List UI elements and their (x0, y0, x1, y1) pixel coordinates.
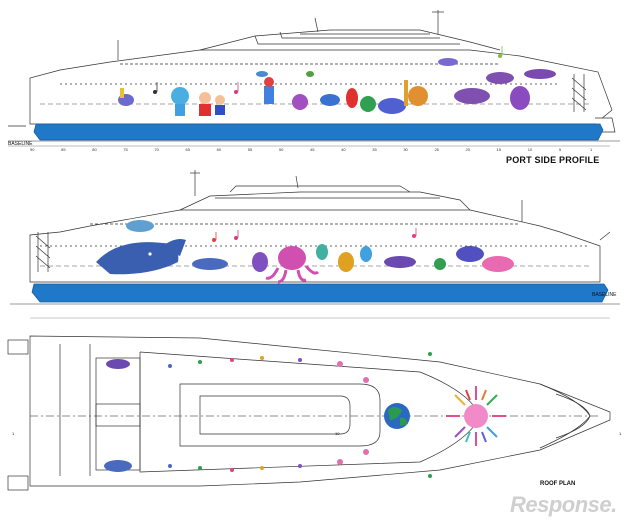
frame-number: 90 (30, 147, 35, 152)
roof-tick-right: 1 (619, 431, 622, 436)
baseline-label-top: BASELINE (8, 141, 33, 147)
frame-number: 10 (527, 147, 533, 152)
frame-number: 80 (92, 147, 97, 152)
roof-characters (104, 352, 506, 478)
roof-tick-mid: 10 (335, 431, 340, 436)
port-characters (118, 46, 556, 116)
frame-number: 25 (434, 147, 439, 152)
roof-plan-label: ROOF PLAN (540, 481, 576, 487)
watermark-logo: Response. (510, 492, 617, 517)
starboard-characters (96, 220, 514, 284)
port-side-profile-view (8, 10, 616, 133)
frame-number: 30 (403, 147, 408, 152)
frame-number: 70 (154, 147, 159, 152)
sun-icon (446, 386, 506, 446)
port-hull-blue (33, 123, 604, 141)
frame-number-scale: 90 85 80 75 70 65 60 55 50 45 40 35 30 25 20 15 10 5 1 (30, 147, 600, 155)
frame-number: 85 (61, 147, 66, 152)
frame-number: 35 (372, 147, 377, 152)
frame-number: 50 (278, 147, 284, 152)
roof-tick-left: 1 (12, 431, 15, 436)
baseline-label-mid: BASELINE (592, 292, 617, 298)
starboard-hull-blue (31, 283, 609, 303)
frame-number: 60 (216, 147, 222, 152)
port-side-profile-label: PORT SIDE PROFILE (506, 155, 600, 165)
frame-number: 5 (558, 147, 562, 152)
frame-number: 20 (465, 147, 470, 152)
frame-number: 15 (496, 147, 502, 152)
roof-plan-view (7, 335, 611, 491)
frame-number: 75 (123, 147, 128, 152)
frame-number: 1 (590, 147, 593, 152)
frame-number: 40 (341, 147, 346, 152)
frame-number: 65 (185, 147, 190, 152)
frame-number: 55 (247, 147, 253, 152)
frame-number: 45 (310, 147, 315, 152)
